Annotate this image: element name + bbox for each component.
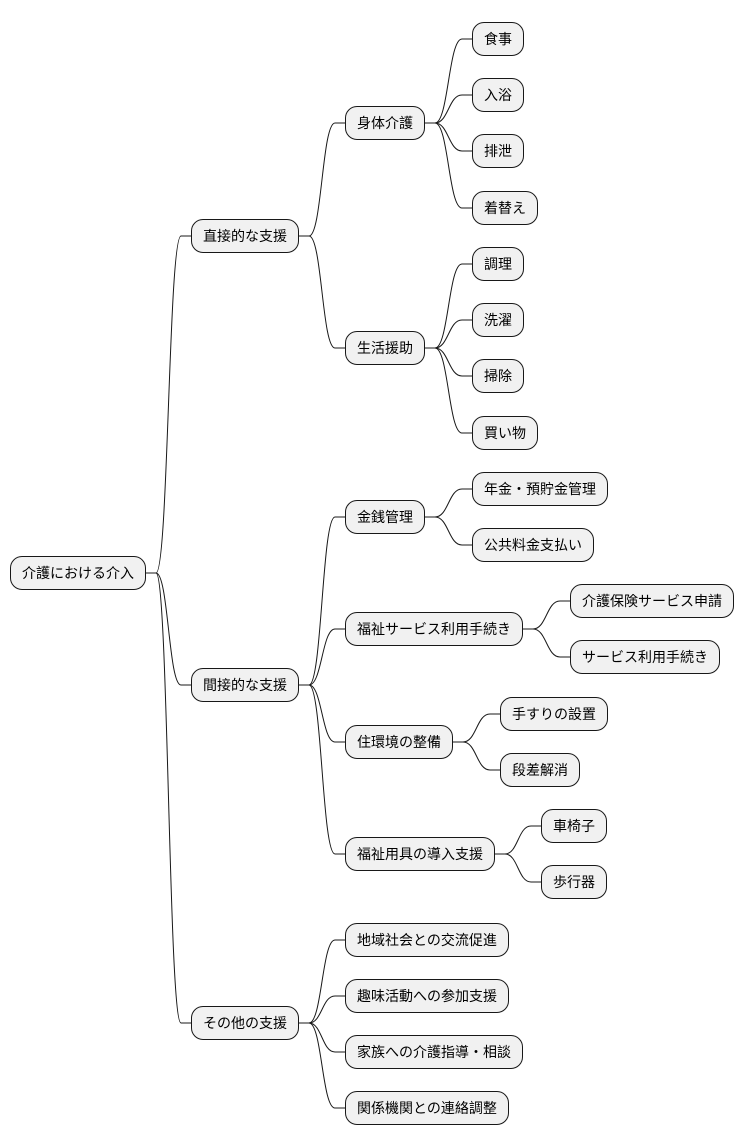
leaf-node[interactable]: 関係機関との連絡調整	[345, 1091, 509, 1125]
connector-edge	[146, 235, 191, 574]
node-welfare-service-procedures[interactable]: 福祉サービス利用手続き	[345, 612, 523, 646]
connector-edge	[146, 572, 191, 1024]
connector-edge	[299, 1022, 345, 1109]
leaf-node[interactable]: 買い物	[472, 416, 538, 450]
connector-edge	[146, 572, 191, 686]
leaf-node[interactable]: 介護保険サービス申請	[570, 584, 734, 618]
connector-edge	[425, 122, 472, 152]
connector-edge	[495, 853, 541, 883]
connector-edge	[523, 600, 570, 630]
leaf-node[interactable]: 排泄	[472, 134, 524, 168]
connector-edge	[495, 825, 541, 855]
node-money-management[interactable]: 金銭管理	[345, 500, 425, 534]
leaf-node[interactable]: 洗濯	[472, 303, 524, 337]
connector-edge	[299, 684, 345, 855]
branch-node-direct-support[interactable]: 直接的な支援	[191, 219, 299, 253]
connector-edge	[299, 995, 345, 1024]
connector-edge	[299, 1022, 345, 1053]
branch-node-other-support[interactable]: その他の支援	[191, 1006, 299, 1040]
connector-edge	[425, 488, 472, 518]
leaf-node[interactable]: 歩行器	[541, 865, 607, 899]
node-daily-living-help[interactable]: 生活援助	[345, 331, 425, 365]
leaf-node[interactable]: 公共料金支払い	[472, 528, 594, 562]
connector-edge	[425, 347, 472, 377]
connector-edge	[299, 235, 345, 349]
leaf-node[interactable]: 家族への介護指導・相談	[345, 1035, 523, 1069]
connector-edge	[425, 94, 472, 124]
leaf-node[interactable]: 着替え	[472, 191, 538, 225]
node-welfare-equipment[interactable]: 福祉用具の導入支援	[345, 837, 495, 871]
connector-edge	[523, 628, 570, 658]
branch-node-indirect-support[interactable]: 間接的な支援	[191, 668, 299, 702]
leaf-node[interactable]: 車椅子	[541, 809, 607, 843]
leaf-node[interactable]: 食事	[472, 22, 524, 56]
leaf-node[interactable]: サービス利用手続き	[570, 640, 720, 674]
connector-edge	[453, 741, 500, 771]
connector-edge	[299, 628, 345, 686]
connector-edge	[299, 684, 345, 743]
leaf-node[interactable]: 趣味活動への参加支援	[345, 979, 509, 1013]
leaf-node[interactable]: 入浴	[472, 78, 524, 112]
connector-edge	[453, 713, 500, 743]
leaf-node[interactable]: 年金・預貯金管理	[472, 472, 608, 506]
connector-edge	[425, 122, 472, 209]
connector-edge	[425, 347, 472, 434]
connector-edge	[425, 38, 472, 124]
leaf-node[interactable]: 段差解消	[500, 753, 580, 787]
leaf-node[interactable]: 手すりの設置	[500, 697, 608, 731]
node-living-environment[interactable]: 住環境の整備	[345, 725, 453, 759]
connector-edge	[425, 263, 472, 349]
connector-edge	[425, 319, 472, 349]
connector-edge	[425, 516, 472, 546]
leaf-node[interactable]: 地域社会との交流促進	[345, 923, 509, 957]
connector-edge	[299, 939, 345, 1024]
leaf-node[interactable]: 調理	[472, 247, 524, 281]
connector-edge	[299, 122, 345, 237]
root-node[interactable]: 介護における介入	[10, 556, 146, 590]
connector-edge	[299, 516, 345, 686]
leaf-node[interactable]: 掃除	[472, 359, 524, 393]
node-physical-care[interactable]: 身体介護	[345, 106, 425, 140]
